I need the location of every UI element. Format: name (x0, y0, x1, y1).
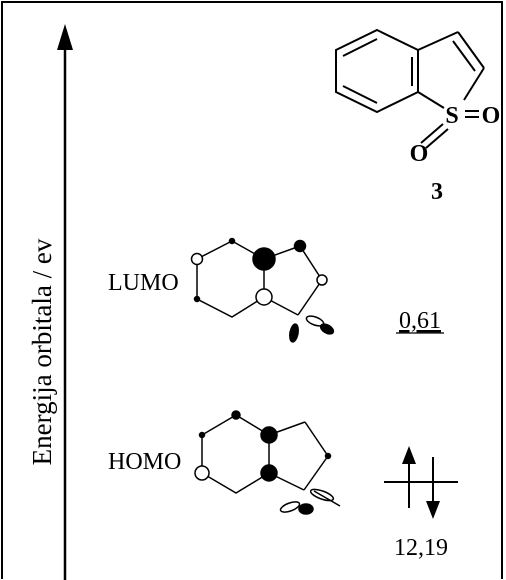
lumo-energy: 0,61 (399, 308, 441, 334)
homo-electron-pair (384, 446, 458, 519)
homo-label: HOMO (108, 449, 181, 475)
spin-down-arrow-icon (426, 501, 440, 519)
compound-number: 3 (431, 179, 443, 205)
homo-energy: 12,19 (394, 535, 448, 561)
axis-label: Energija orbitala / ev (27, 238, 57, 465)
structural-formula (335, 28, 485, 149)
spin-up-arrow-icon (402, 446, 416, 464)
energy-axis (57, 24, 73, 580)
homo-orbital-picture (194, 410, 341, 515)
lumo-label: LUMO (108, 270, 179, 296)
sulfur-atom-label: S (445, 103, 458, 129)
lumo-orbital-picture (190, 237, 335, 343)
oxygen-atom-label: O (482, 103, 501, 129)
oxygen-atom-label: O (410, 141, 429, 167)
axis-arrowhead-icon (57, 24, 73, 50)
